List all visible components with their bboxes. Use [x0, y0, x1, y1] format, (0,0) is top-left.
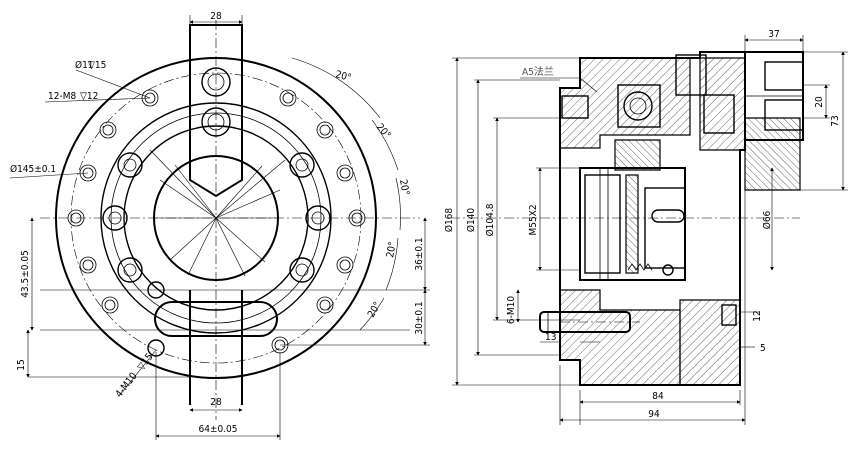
hole-11-label: Ø11 [75, 59, 94, 71]
height-small-label: 15 [16, 359, 27, 370]
top-key-slot [189, 24, 243, 198]
inner-ring-b [123, 125, 309, 311]
dim-168-label: Ø168 [443, 208, 455, 233]
inner-ring-a [110, 112, 322, 324]
dim-37-label: 37 [768, 29, 779, 40]
right-36-label: 36±0.1 [414, 237, 425, 270]
tap-m10-label: 4-M10 [114, 371, 140, 400]
dim-66-label: Ø66 [761, 210, 773, 229]
dim-12-label: 12 [752, 310, 763, 321]
dim-m55-label: M55X2 [528, 204, 539, 235]
angle-4-label: 20° [385, 241, 399, 259]
bottom-slot [28, 281, 410, 405]
dim-104-label: Ø104.8 [484, 203, 496, 236]
angle-2-label: 20° [374, 122, 393, 141]
dim-bottom-slot-label: 28 [210, 397, 222, 408]
dim-13-label: 13 [545, 332, 556, 343]
tap-m8-depth: ▽12 [80, 91, 98, 102]
dim-bolt-span-label: 64±0.05 [198, 424, 237, 435]
middle-ring [100, 102, 332, 334]
dim-94-label: 94 [648, 409, 660, 420]
outer-hole-ring [67, 89, 366, 354]
angle-3-label: 20° [397, 179, 411, 197]
dim-m10-label: 6-M10 [506, 296, 517, 324]
outer-flange-circle [55, 57, 377, 379]
right-30-label: 30±0.1 [414, 301, 425, 334]
large-hole-ring [102, 152, 331, 283]
angle-1-label: 20° [334, 69, 352, 84]
dim-140-label: Ø140 [465, 208, 477, 233]
section-view: Ø168 Ø140 Ø104.8 M55X2 6-M10 Ø66 13 84 9… [443, 29, 848, 425]
flange-label: A5法兰 [522, 65, 554, 78]
radial-lines [149, 149, 286, 277]
dim-73-label: 73 [830, 115, 841, 126]
dim-top-slot-label: 28 [210, 11, 222, 22]
tap-m8-label: 12-M8 [48, 91, 76, 102]
front-view: 28 28 64±0.05 Ø11 ▽15 12-M8 ▽12 Ø145±0.1… [9, 11, 430, 440]
dim-84-label: 84 [652, 391, 664, 402]
hole-11-depth: ▽15 [88, 60, 106, 71]
height-left-label: 43.5±0.05 [20, 250, 31, 298]
dim-20-label: 20 [814, 96, 825, 108]
pcd-label: Ø145±0.1 [10, 163, 56, 175]
dim-5-label: 5 [760, 343, 766, 354]
dim-top-28 [189, 15, 243, 25]
